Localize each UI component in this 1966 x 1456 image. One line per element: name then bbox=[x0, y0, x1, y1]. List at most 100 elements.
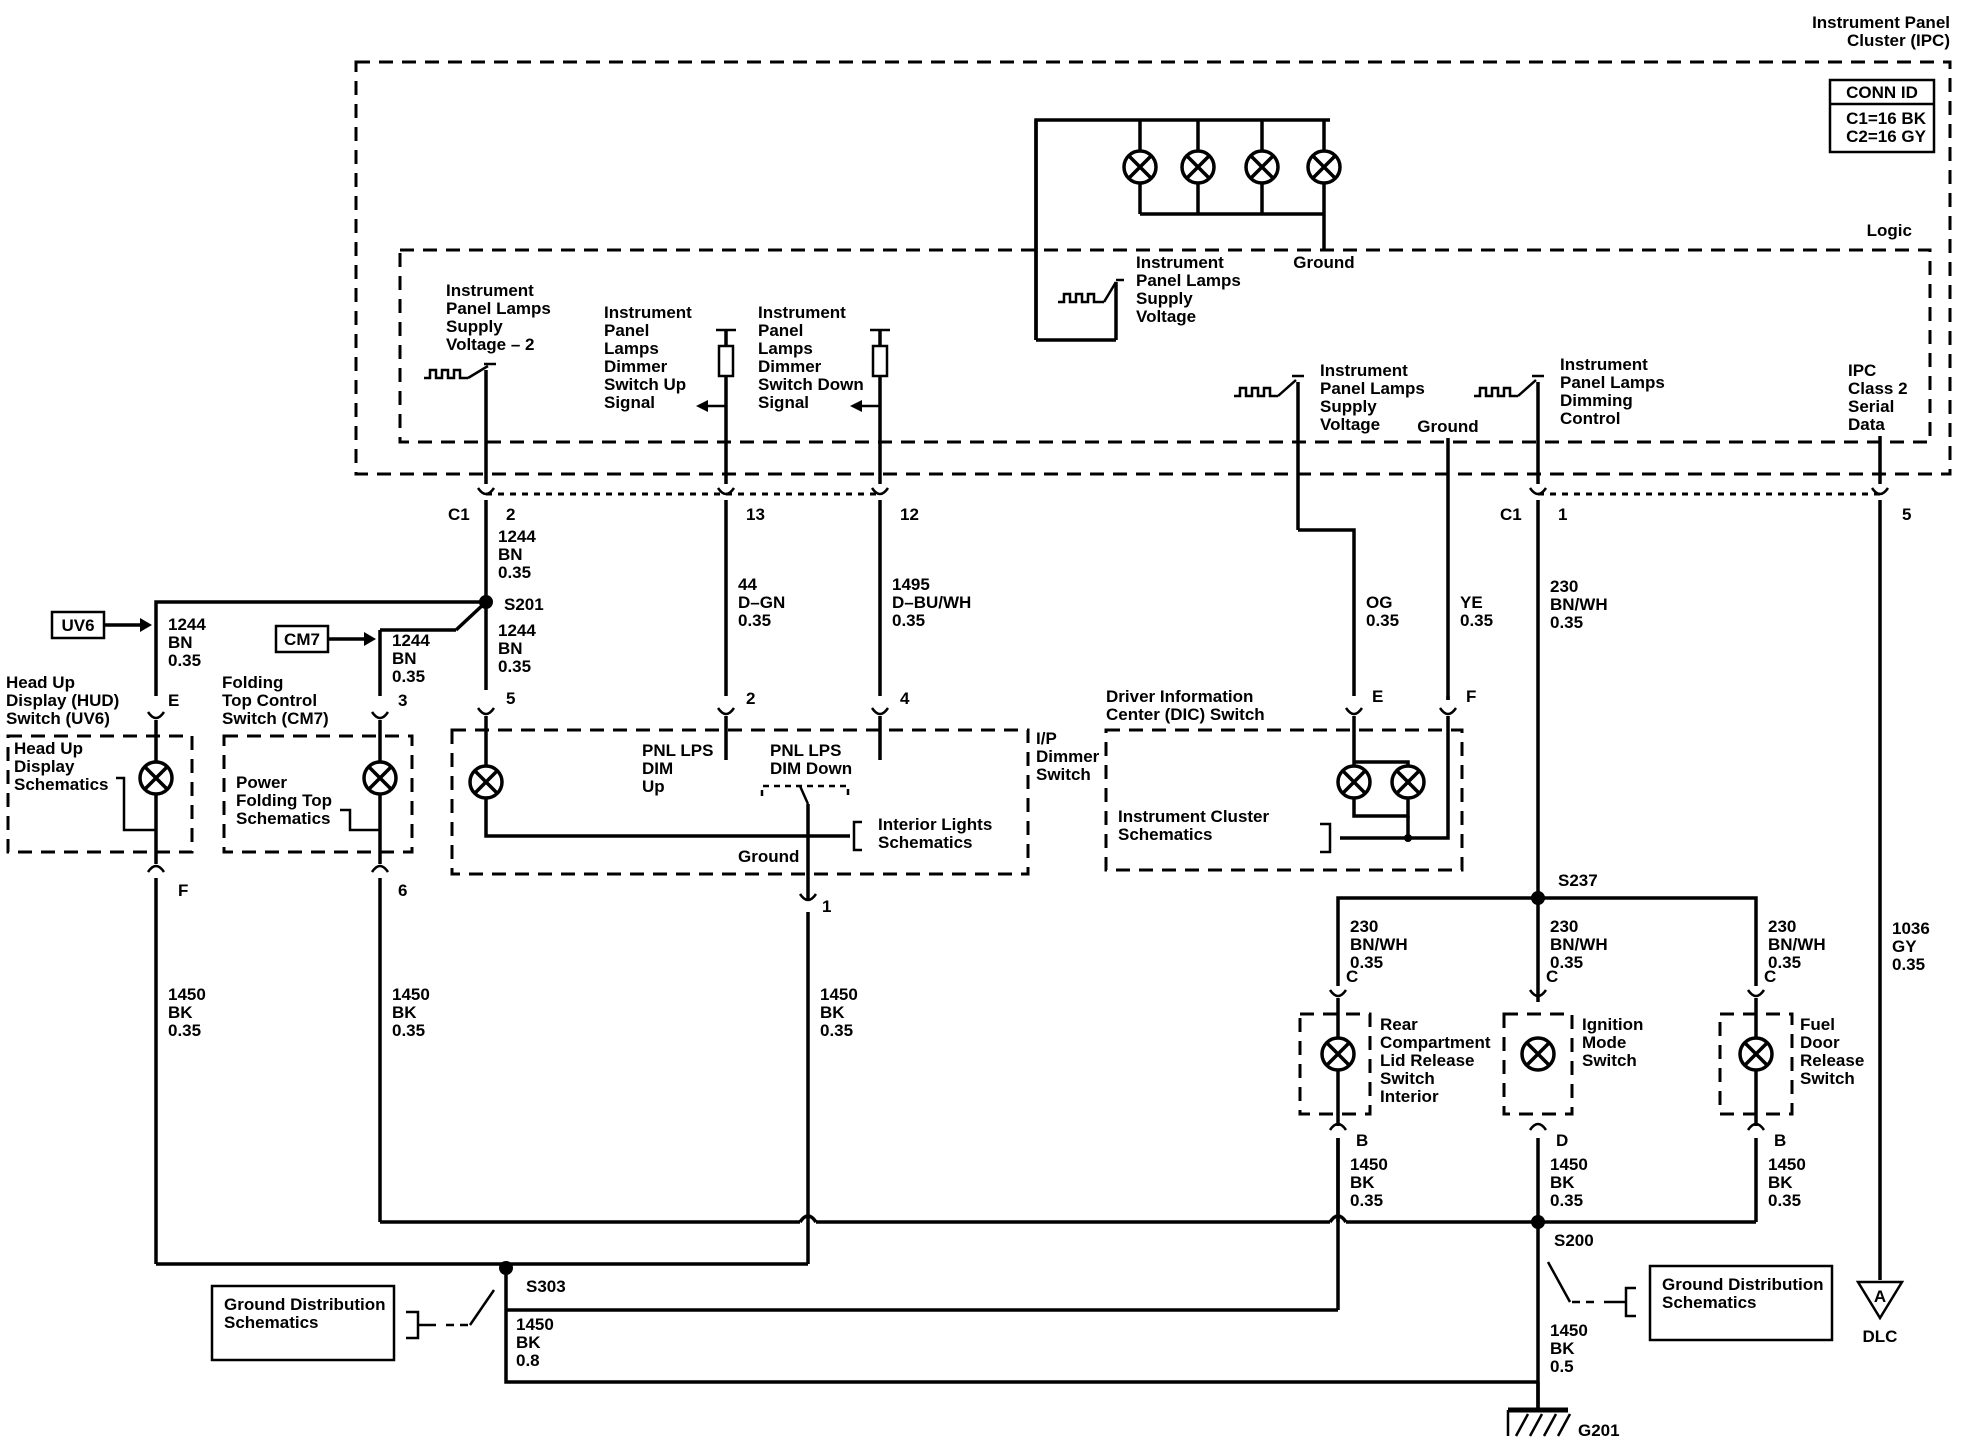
dlc-pin: A bbox=[1874, 1287, 1886, 1306]
wire-1450-rear-l1: 1450 bbox=[1350, 1155, 1388, 1174]
wire-1450-s303-l2: BK bbox=[516, 1333, 541, 1352]
wire-1450-hud-l2: BK bbox=[168, 1003, 193, 1022]
connector-pin-2: 2 bbox=[506, 505, 515, 524]
cm7-switch: Folding Top Control Switch (CM7) 3 Power… bbox=[222, 673, 414, 900]
fuel-title-l3: Release bbox=[1800, 1051, 1864, 1070]
lamp-icon bbox=[362, 760, 398, 796]
wire-1244-uv6-l2: BN bbox=[168, 633, 193, 652]
dimmer-pin-1: 1 bbox=[822, 897, 831, 916]
ipc-supply-voltage-l3: Supply bbox=[1136, 289, 1193, 308]
fuel-pin-bottom: B bbox=[1774, 1131, 1786, 1150]
connector-pin-icon bbox=[716, 707, 736, 716]
ipc-dim-up-l4: Dimmer bbox=[604, 357, 668, 376]
ipc-dim-up-l6: Signal bbox=[604, 393, 655, 412]
connector-pin-icon bbox=[370, 711, 390, 720]
ipc-supply-v2-l3: Supply bbox=[446, 317, 503, 336]
connector-pin-icon bbox=[476, 487, 496, 496]
ip-dimmer-switch: I/P Dimmer Switch 5 2 4 Interior Lights … bbox=[450, 689, 1100, 916]
dimmer-interior-l2: Schematics bbox=[878, 833, 973, 852]
dlc-connector: A DLC bbox=[1855, 1280, 1905, 1346]
wire-1450-s200-l1: 1450 bbox=[1550, 1321, 1588, 1340]
ignition-mode-switch: C D Ignition Mode Switch bbox=[1502, 967, 1643, 1150]
wire-1244-uv6-l3: 0.35 bbox=[168, 651, 201, 670]
wire-1495-l2: D–BU/WH bbox=[892, 593, 971, 612]
connector-pin-icon bbox=[1746, 1122, 1766, 1131]
ign-pin-bottom: D bbox=[1556, 1131, 1568, 1150]
connector-pin-icon bbox=[716, 487, 736, 496]
ipc-ground-mid: Ground bbox=[1417, 417, 1478, 436]
ipc-outline bbox=[354, 60, 1952, 476]
rear-title-l1: Rear bbox=[1380, 1015, 1418, 1034]
wire-230-mid-l2: BN/WH bbox=[1550, 935, 1608, 954]
connector-pin-icon bbox=[370, 864, 390, 873]
fuel-title-l1: Fuel bbox=[1800, 1015, 1835, 1034]
splice-s303: S303 bbox=[526, 1277, 566, 1296]
ipc-dimming-control-l4: Control bbox=[1560, 409, 1620, 428]
wire-44-l3: 0.35 bbox=[738, 611, 771, 630]
rear-title-l4: Switch bbox=[1380, 1069, 1435, 1088]
lamp-icon bbox=[1390, 764, 1426, 800]
connector-pin-icon bbox=[1328, 1122, 1348, 1131]
lamp-icon bbox=[1306, 149, 1342, 185]
dic-pin-e: E bbox=[1372, 687, 1383, 706]
conn-id-c2: C2=16 GY bbox=[1846, 127, 1927, 146]
ipc-dim-down-l6: Signal bbox=[758, 393, 809, 412]
option-uv6-tag: UV6 bbox=[50, 610, 152, 640]
wire-1450-s200-l2: BK bbox=[1550, 1339, 1575, 1358]
ground-dist-right-l1: Ground Distribution bbox=[1662, 1275, 1823, 1294]
dimmer-interior-l1: Interior Lights bbox=[878, 815, 992, 834]
connector-pin-icon bbox=[1870, 487, 1890, 496]
wire-runs bbox=[154, 500, 1882, 1410]
conn-id-c1: C1=16 BK bbox=[1846, 109, 1927, 128]
ground-dist-left-l2: Schematics bbox=[224, 1313, 319, 1332]
connector-pin-icon bbox=[870, 707, 890, 716]
wire-1450-s303-l1: 1450 bbox=[516, 1315, 554, 1334]
ipc-supply-v2-l1: Instrument bbox=[446, 281, 534, 300]
lamp-icon bbox=[1336, 764, 1372, 800]
wire-230-main-l2: BN/WH bbox=[1550, 595, 1608, 614]
ipc-dim-up-l2: Panel bbox=[604, 321, 649, 340]
ipc-supply-voltage-l2: Panel Lamps bbox=[1136, 271, 1241, 290]
dic-inner-l2: Schematics bbox=[1118, 825, 1213, 844]
pwm-driver-icon bbox=[1058, 278, 1124, 340]
connector-pin-icon bbox=[146, 711, 166, 720]
wire-230-right-l1: 230 bbox=[1768, 917, 1796, 936]
ipc-dic-voltage-l2: Panel Lamps bbox=[1320, 379, 1425, 398]
ground-g201-label: G201 bbox=[1578, 1421, 1620, 1440]
resistor-icon bbox=[850, 328, 890, 484]
fuel-pin-top: C bbox=[1764, 967, 1776, 986]
dimmer-title-l2: Dimmer bbox=[1036, 747, 1100, 766]
dimmer-up-l3: Up bbox=[642, 777, 665, 796]
wire-230-main-l3: 0.35 bbox=[1550, 613, 1583, 632]
ipc-dic-voltage-l3: Supply bbox=[1320, 397, 1377, 416]
ipc-supply-voltage-l1: Instrument bbox=[1136, 253, 1224, 272]
lamp-icon bbox=[1180, 149, 1216, 185]
cm7-inner-l2: Folding Top bbox=[236, 791, 332, 810]
ign-title-l1: Ignition bbox=[1582, 1015, 1643, 1034]
ign-title-l3: Switch bbox=[1582, 1051, 1637, 1070]
dic-switch: Driver Information Center (DIC) Switch E… bbox=[1104, 687, 1476, 872]
lamp-icon bbox=[468, 764, 504, 800]
rear-title-l3: Lid Release bbox=[1380, 1051, 1475, 1070]
splice-s201-node bbox=[479, 595, 493, 609]
ipc-dim-up-l1: Instrument bbox=[604, 303, 692, 322]
resistor-icon bbox=[696, 328, 736, 484]
cm7-inner-l3: Schematics bbox=[236, 809, 331, 828]
wire-1244-cm7-l2: BN bbox=[392, 649, 417, 668]
wire-1244-cm7-l3: 0.35 bbox=[392, 667, 425, 686]
conn-id-header: CONN ID bbox=[1846, 83, 1918, 102]
ground-dist-right-l2: Schematics bbox=[1662, 1293, 1757, 1312]
splice-s201: S201 bbox=[504, 595, 544, 614]
splice-s200: S200 bbox=[1554, 1231, 1594, 1250]
wire-1495-l1: 1495 bbox=[892, 575, 930, 594]
wire-1244-a-l3: 0.35 bbox=[498, 563, 531, 582]
wire-1244-a-l2: BN bbox=[498, 545, 523, 564]
fuel-title-l4: Switch bbox=[1800, 1069, 1855, 1088]
wire-1450-fuel-l3: 0.35 bbox=[1768, 1191, 1801, 1210]
ipc-supply-v2-l2: Panel Lamps bbox=[446, 299, 551, 318]
dimmer-down-l2: DIM Down bbox=[770, 759, 852, 778]
wire-1036-l3: 0.35 bbox=[1892, 955, 1925, 974]
connector-pin-5: 5 bbox=[1902, 505, 1911, 524]
